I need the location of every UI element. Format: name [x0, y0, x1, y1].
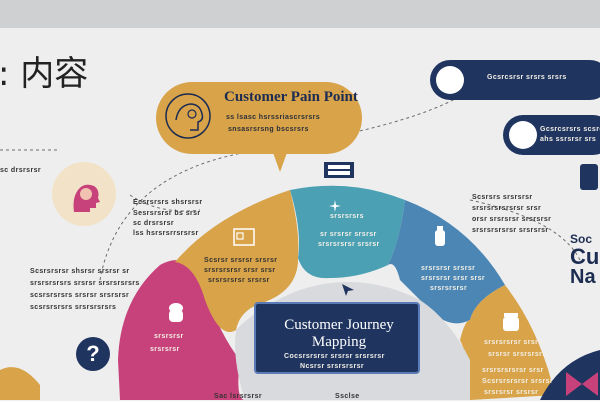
segment-pink — [118, 260, 245, 400]
bulb-icon — [509, 121, 537, 149]
laptop-icon — [324, 162, 354, 178]
right-text-4: srsrsrsrsrsr srsrsrsr — [472, 227, 549, 234]
avatar-side-text-2: Sesrsrsrsr bs srsr — [133, 210, 201, 217]
bulb-icon — [436, 66, 464, 94]
question-mark-icon: ? — [76, 337, 110, 371]
journey-title-line-2: Mapping — [311, 334, 367, 350]
cursor-icon — [342, 284, 354, 296]
left-edge-text: sc drsrsrsr — [0, 167, 41, 174]
page-heading: : 内容 — [0, 54, 89, 94]
right-lower-text-1: srsrsrsrsr srsrsr — [484, 339, 546, 346]
avatar-side-text-3: sc drsrsrsr — [133, 220, 174, 227]
blue-segment-text-3: srsrsrsrsr — [430, 285, 468, 292]
left-block-text-3: scsrsrsrsrs srsrsr srsrsrsr — [30, 292, 130, 299]
teal-segment-text-3: srsrsrsrsr srsrsr — [318, 241, 380, 248]
journey-subtext-1: Cocsrsrsrsr srsrsr srsrsrsr — [284, 353, 385, 360]
avatar-side-text-1: Ecsrsrsrs shsrsrsr — [133, 199, 203, 206]
nav-pill-top — [430, 60, 600, 100]
orange-segment-text-3: srsrsrsrsr srsrsr — [208, 277, 270, 284]
bottom-center-text: Ssclse — [335, 393, 360, 400]
top-bar — [0, 0, 600, 28]
orange-segment-text-1: Scsrsr srsrsr srsrsr — [204, 257, 278, 264]
right-text-1: Scsrsrs srsrsrsr — [472, 194, 533, 201]
bottom-segment-label: Sac lsrsrsrsr — [214, 393, 263, 400]
nav-pill-bottom-line-1: Gcsrcsrsrs scsrcsrs — [540, 126, 600, 133]
right-lower-text-5: srsrsrsr srsrsr — [484, 389, 539, 396]
right-lower-text-3: srsrsrsrsrsr srsr — [482, 367, 544, 374]
segment-orange-right — [460, 285, 555, 400]
right-text-3: orsr srsrsrsr srsrsrsr — [472, 216, 552, 223]
bottle-icon — [435, 226, 445, 246]
nav-pill-bottom-line-2: ahs ssrsrsr srs — [540, 136, 597, 143]
right-edge-line-2: Cu — [570, 244, 600, 269]
segment-teal — [290, 185, 405, 279]
head-profile-icon — [73, 184, 100, 212]
right-text-2: srsrsrsrsrsrsr srsr — [472, 205, 542, 212]
journey-title-line-1: Customer Journey — [284, 317, 394, 333]
orange-segment-text-2: srsrsrsrsr srsr srsr — [204, 267, 276, 274]
sparkle-icon — [329, 200, 341, 212]
left-block-text-4: scsrsrsrsrs srsrsrsrsrs — [30, 304, 117, 311]
blue-segment-text-2: srsrsrsr srsr srsr — [421, 275, 486, 282]
blue-segment-text-1: srsrsrsr srsrsr — [421, 265, 476, 272]
corner-orange — [0, 367, 40, 400]
bow-icon — [566, 372, 598, 396]
left-block-text-2: srsrsrsrsrs srsrsr srsrsrsrsrs — [30, 280, 140, 287]
window-icon — [233, 228, 255, 246]
pain-point-line-1: ss lsasc hsrssriascrsrsrs — [226, 114, 321, 121]
right-edge-line-1: Soc — [570, 232, 593, 246]
teal-segment-text-2: sr srsrsr srsrsr — [320, 231, 377, 238]
pot-icon — [169, 303, 183, 322]
dashed-connector-avatar — [129, 194, 201, 212]
nav-pill-top-text: Gcsrcsrsr srsrs srsrs — [487, 74, 567, 81]
pink-segment-text-2: srsrsrsr — [150, 346, 180, 353]
left-block-text-1: Scsrsrsrsr shsrsr srsrsr sr — [30, 268, 130, 275]
jar-icon — [503, 313, 519, 331]
right-edge-line-3: Na — [570, 266, 596, 288]
phone-icon — [580, 164, 598, 190]
customer-journey-box: Customer Journey Mapping Cocsrsrsrsr srs… — [254, 302, 420, 374]
segment-orange — [175, 190, 299, 332]
pain-point-bubble-tail — [272, 150, 288, 172]
avatar-side-text-4: lss hsrsrsrrsrsrsr — [133, 230, 199, 237]
pain-point-line-2: snsasrsrsng bscsrsrs — [228, 126, 309, 133]
right-lower-text-4: Scsrsrsrsrsr srsrsr — [482, 378, 554, 385]
journey-subtext-2: Ncsrsr srsrsrsrsr — [300, 363, 365, 370]
right-lower-text-2: srsrsr srsrsrsrsr — [488, 351, 550, 358]
pain-point-title: Customer Pain Point — [224, 89, 358, 105]
thinking-face-icon — [165, 93, 211, 139]
dashed-connector-right — [469, 199, 581, 261]
segment-blue — [388, 200, 505, 324]
pink-segment-text-1: srsrsrsr — [154, 333, 184, 340]
teal-segment-text-1: srsrsrsrs — [330, 213, 364, 220]
nav-pill-bottom — [503, 115, 600, 155]
